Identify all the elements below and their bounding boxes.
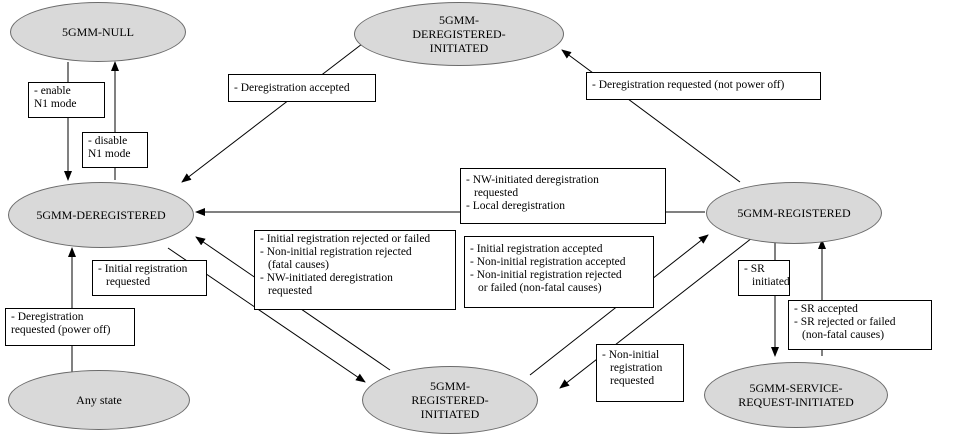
label-line: - SR accepted	[794, 303, 858, 315]
label-line: - Initial registration accepted	[470, 243, 603, 255]
state-5gmm-deregistered-label: 5GMM-DEREGISTERED	[36, 208, 166, 222]
label-non-initial-registration-requested: - Non-initial registration requested	[596, 344, 684, 402]
arrow-registered-to-dereg-init	[561, 49, 741, 183]
label-enable-n1-mode: - enable N1 mode	[28, 82, 105, 118]
label-line: - disable	[88, 135, 128, 147]
label-line: registration	[610, 362, 663, 374]
state-label-line: REGISTERED-	[411, 393, 489, 407]
label-deregistration-accepted: - Deregistration accepted	[228, 74, 376, 102]
label-line: requested	[268, 285, 313, 297]
state-label-line: DEREGISTERED-	[412, 27, 506, 41]
label-line: - Deregistration	[11, 311, 84, 323]
label-line: - NW-initiated deregistration	[466, 174, 599, 186]
arrow-dereg-init-to-deregistered	[181, 43, 363, 183]
state-any-state-label: Any state	[76, 393, 122, 407]
label-line: requested	[610, 375, 655, 387]
label-line: - Deregistration requested (not power of…	[592, 79, 785, 91]
label-line: N1 mode	[88, 148, 131, 160]
label-deregistration-requested-not-power-off: - Deregistration requested (not power of…	[586, 72, 821, 100]
state-any-state: Any state	[8, 370, 190, 430]
state-label-line: INITIATED	[420, 407, 480, 421]
label-sr-accepted: - SR accepted - SR rejected or failed (n…	[788, 300, 932, 350]
label-deregistration-requested-power-off: - Deregistration requested (power off)	[5, 308, 135, 346]
label-line: - Deregistration accepted	[234, 82, 350, 94]
label-nw-initiated-deregistration: - NW-initiated deregistration requested …	[460, 168, 666, 224]
state-label-line: REQUEST-INITIATED	[738, 395, 854, 409]
label-line: - NW-initiated deregistration	[260, 272, 393, 284]
label-line: - Non-initial registration accepted	[470, 256, 626, 268]
label-line: - Initial registration rejected or faile…	[260, 233, 431, 245]
arrow-registered-to-reg-init	[559, 237, 753, 389]
state-5gmm-service-request-initiated: 5GMM-SERVICE- REQUEST-INITIATED	[704, 362, 888, 428]
label-line: - Initial registration	[98, 263, 188, 275]
label-line: requested	[474, 187, 519, 199]
state-5gmm-registered-label: 5GMM-REGISTERED	[737, 206, 851, 220]
state-5gmm-registered: 5GMM-REGISTERED	[706, 182, 882, 244]
label-line: requested (power off)	[11, 324, 111, 336]
state-5gmm-registered-initiated: 5GMM- REGISTERED- INITIATED	[362, 366, 538, 434]
label-line: requested	[106, 276, 151, 288]
label-disable-n1-mode: - disable N1 mode	[82, 132, 148, 168]
state-5gmm-deregistered: 5GMM-DEREGISTERED	[8, 182, 194, 248]
label-line: initiated	[752, 276, 790, 288]
state-label-line: 5GMM-	[438, 13, 479, 27]
label-line: - Non-initial registration rejected	[470, 269, 622, 281]
label-line: (non-fatal causes)	[802, 329, 885, 341]
state-label-line: INITIATED	[429, 41, 489, 55]
label-initial-registration-rejected: - Initial registration rejected or faile…	[254, 230, 456, 310]
label-initial-registration-requested: - Initial registration requested	[92, 260, 207, 296]
label-line: - Local deregistration	[466, 200, 565, 212]
state-5gmm-null: 5GMM-NULL	[10, 2, 186, 62]
label-line: - Non-initial	[602, 349, 660, 361]
label-line: N1 mode	[34, 98, 77, 110]
state-5gmm-null-label: 5GMM-NULL	[62, 25, 134, 39]
state-label-line: 5GMM-	[429, 379, 470, 393]
label-line: or failed (non-fatal causes)	[478, 282, 602, 294]
label-sr-initiated: - SR initiated	[738, 260, 790, 296]
state-5gmm-deregistered-initiated: 5GMM- DEREGISTERED- INITIATED	[354, 2, 564, 66]
label-line: - SR	[744, 263, 765, 275]
label-line: (fatal causes)	[268, 259, 329, 271]
label-line: - Non-initial registration rejected	[260, 246, 412, 258]
label-initial-registration-accepted: - Initial registration accepted - Non-in…	[464, 236, 654, 308]
state-label-line: 5GMM-SERVICE-	[749, 381, 843, 395]
label-line: - enable	[34, 85, 71, 97]
label-line: - SR rejected or failed	[794, 316, 896, 328]
